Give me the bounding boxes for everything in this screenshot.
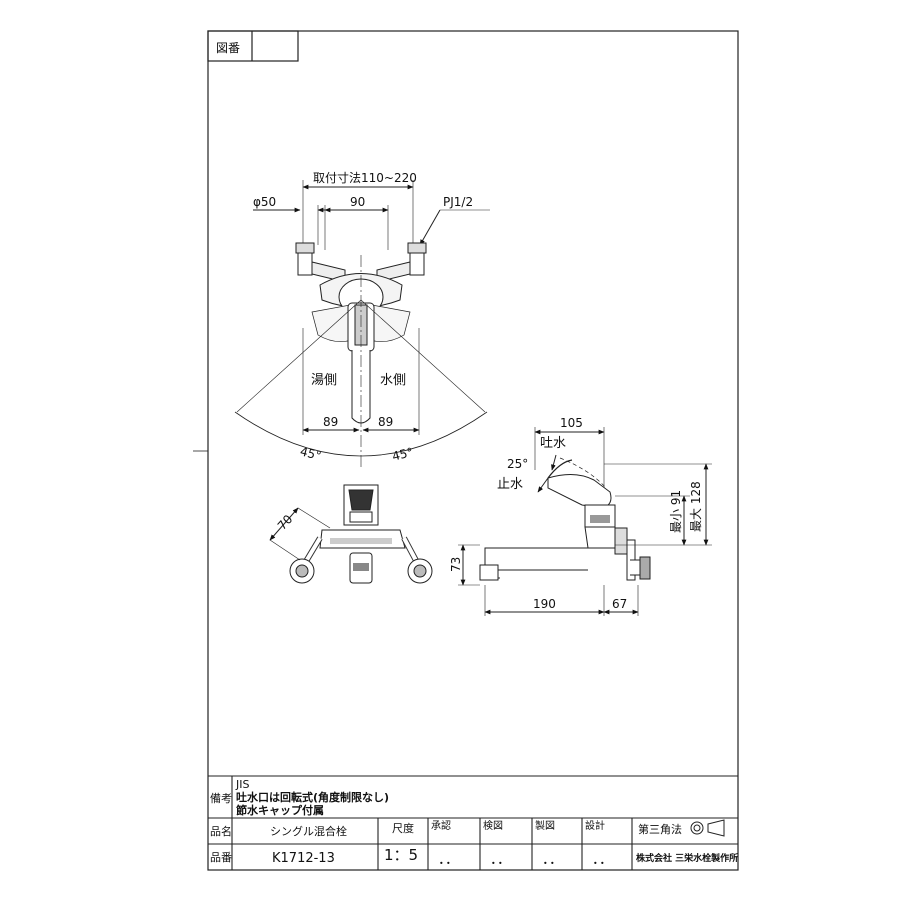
remarks-line-2: 吐水口は回転式(角度制限なし) xyxy=(236,790,389,804)
angle-25-dim: 25° xyxy=(507,457,528,471)
dim-67: 67 xyxy=(612,597,627,611)
design-label: 設計 xyxy=(585,819,605,832)
center-dim: 90 xyxy=(350,195,365,209)
scale-label: 尺度 xyxy=(392,821,414,835)
zuban-label: 図番 xyxy=(216,41,240,55)
approve-label: 承認 xyxy=(431,819,451,832)
sheet-frame xyxy=(193,30,739,871)
title-block xyxy=(208,775,738,870)
max-128-dim: 最大 128 xyxy=(689,481,703,532)
approve-dots: ．． xyxy=(438,852,459,868)
spout-close-label: 止水 xyxy=(497,477,523,492)
spout-open-label: 吐水 xyxy=(540,436,566,451)
left-angle-dim: 45° xyxy=(299,444,323,463)
projection-label: 第三角法 xyxy=(638,822,682,836)
left-89-dim: 89 xyxy=(323,415,338,429)
top-view xyxy=(234,180,490,470)
right-angle-dim: 45° xyxy=(391,445,415,464)
scale-value: 1：5 xyxy=(384,846,418,864)
dim-105: 105 xyxy=(560,416,583,430)
remarks-line-1: JIS xyxy=(235,778,249,791)
dia-dim: φ50 xyxy=(253,195,276,209)
inspect-label: 検図 xyxy=(483,819,503,832)
inspect-dots: ．． xyxy=(490,852,511,868)
pipe-thread-label: PJ1/2 xyxy=(443,195,473,209)
hot-side-label: 湯側 xyxy=(311,373,337,388)
side-view xyxy=(458,427,712,616)
part-label: 品番 xyxy=(210,851,232,864)
design-dots: ．． xyxy=(592,852,613,868)
draft-dots: ．． xyxy=(542,852,563,868)
name-label: 品名 xyxy=(210,824,232,838)
name-value: シングル混合栓 xyxy=(270,824,347,838)
right-89-dim: 89 xyxy=(378,415,393,429)
dim-190: 190 xyxy=(533,597,556,611)
draft-label: 製図 xyxy=(535,819,555,832)
company-name: 株式会社 三栄水栓製作所 xyxy=(636,852,738,864)
min-91-dim: 最小 91 xyxy=(669,490,683,533)
part-value: K1712-13 xyxy=(272,851,335,866)
front-view xyxy=(269,484,433,584)
cold-side-label: 水側 xyxy=(380,373,406,388)
mount-range-dim: 取付寸法110~220 xyxy=(313,171,417,185)
dim-73: 73 xyxy=(449,557,463,572)
third-angle-projection-icon xyxy=(690,819,725,837)
remarks-line-3: 節水キャップ付属 xyxy=(236,803,324,817)
remarks-label: 備考 xyxy=(210,792,232,805)
